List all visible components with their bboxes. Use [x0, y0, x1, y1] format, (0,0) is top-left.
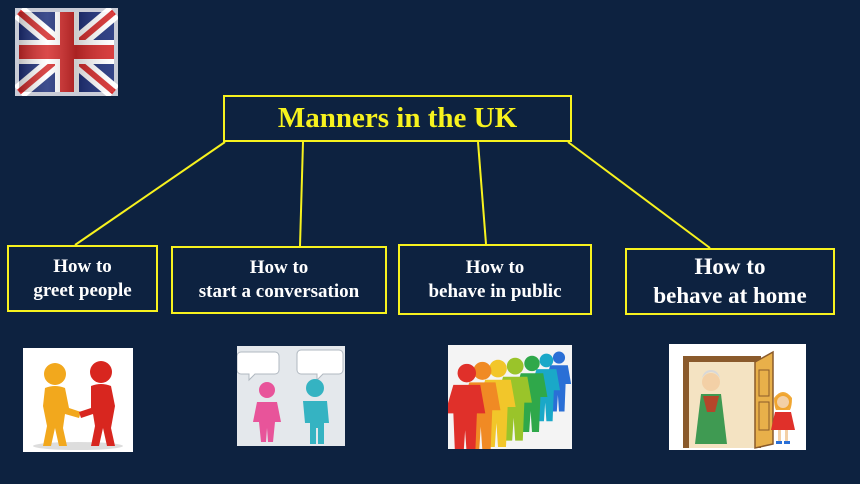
- topic-box-public: How to behave in public: [398, 244, 592, 315]
- connector-conversation: [299, 141, 304, 247]
- topic-line1: How to: [694, 253, 766, 279]
- topic-line2: behave at home: [653, 282, 807, 308]
- topic-line2: behave in public: [428, 280, 562, 302]
- topic-line1: How to: [465, 256, 525, 278]
- family-at-door-icon: [669, 344, 806, 450]
- topic-line1: How to: [53, 255, 112, 277]
- speech-bubbles-figures-icon: [237, 346, 345, 446]
- topic-box-conversation: How to start a conversation: [171, 246, 387, 314]
- topic-box-home: How to behave at home: [625, 248, 835, 315]
- diagram-title: Manners in the UK: [277, 102, 518, 135]
- colorful-people-row-icon: [448, 345, 572, 449]
- topic-line2: start a conversation: [198, 281, 360, 302]
- connector-home: [567, 141, 711, 249]
- diagram-title-box: Manners in the UK: [223, 95, 572, 142]
- topic-box-greet: How to greet people: [7, 245, 158, 312]
- topic-line1: How to: [249, 257, 309, 279]
- uk-flag-icon: [15, 8, 118, 96]
- connector-public: [477, 141, 487, 245]
- topic-line2: greet people: [33, 279, 132, 301]
- connector-greet: [74, 141, 226, 246]
- handshake-figures-icon: [23, 348, 133, 452]
